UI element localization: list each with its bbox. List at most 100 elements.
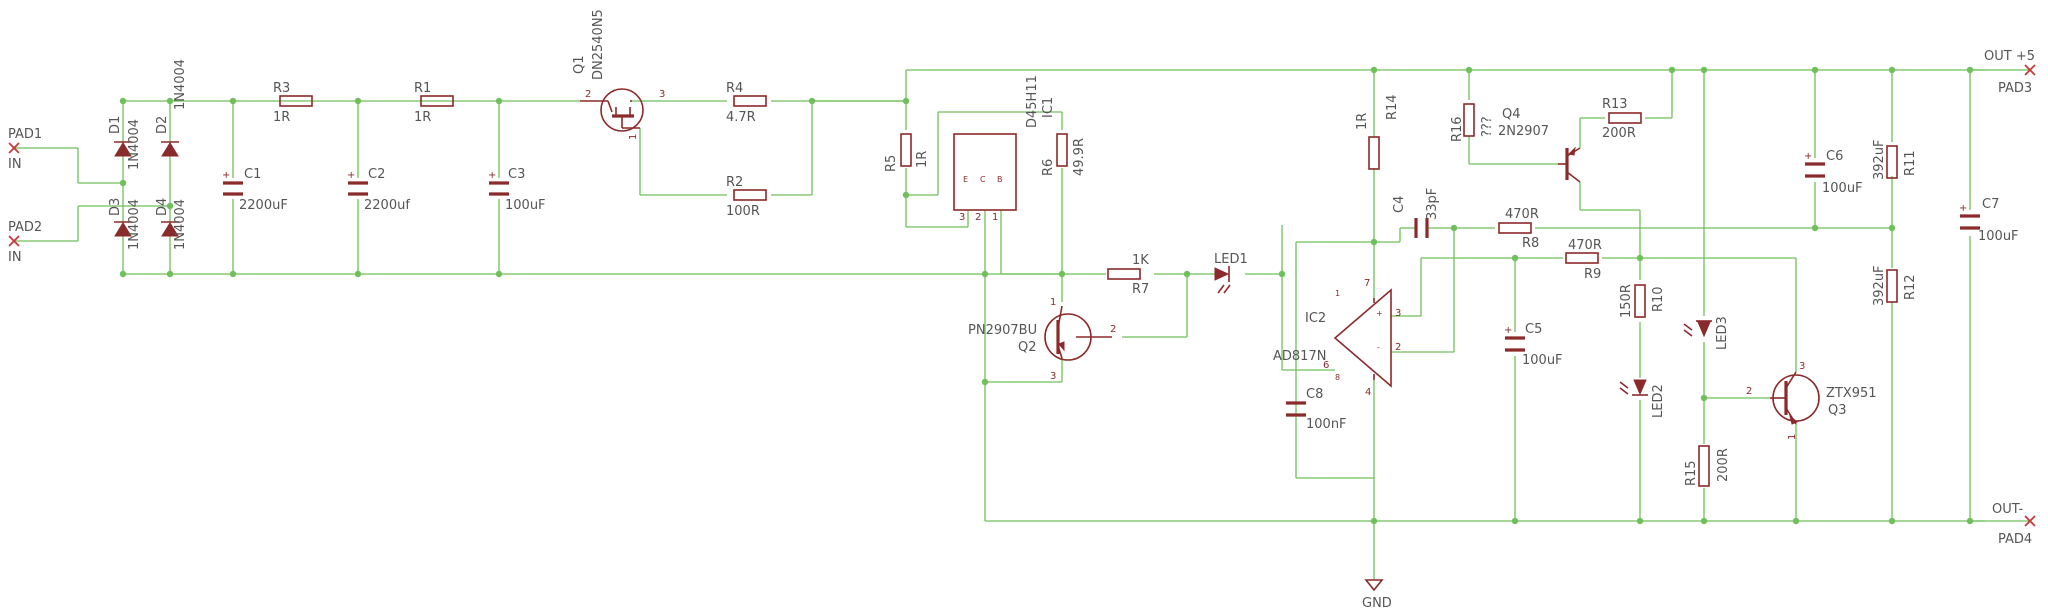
q3-ref: Q3 — [1828, 403, 1847, 418]
c7-value: 100uF — [1978, 229, 2019, 244]
transistor-q3: 2 3 1 ZTX951 Q3 — [1746, 361, 1877, 440]
r14-value: 1R — [1355, 113, 1370, 130]
svg-text:4: 4 — [1365, 387, 1371, 398]
c5-ref: C5 — [1525, 322, 1542, 337]
q4-value: 2N2907 — [1498, 124, 1549, 139]
led-3: LED3 — [1683, 316, 1730, 350]
ic2-value: AD817N — [1273, 349, 1326, 364]
svg-text:+: + — [1959, 203, 1967, 214]
resistor-r15: R15 200R — [1684, 445, 1731, 487]
led-2-label: LED2 — [1651, 384, 1666, 418]
d3-value: 1N4004 — [127, 199, 142, 250]
transistor-q4: Q4 2N2907 — [1498, 107, 1581, 183]
q3-value: ZTX951 — [1826, 386, 1877, 401]
gnd-label: GND — [1362, 596, 1392, 611]
resistor-r7: 1K R7 — [1107, 253, 1149, 297]
d2-ref: D2 — [155, 116, 170, 134]
svg-text:3: 3 — [659, 89, 665, 100]
diode-d2: D2 1N4004 — [155, 59, 188, 157]
r6-value: 49.9R — [1072, 138, 1087, 176]
q4-ref: Q4 — [1502, 107, 1521, 122]
c7-ref: C7 — [1982, 197, 1999, 212]
r1-ref: R1 — [414, 81, 431, 96]
svg-text:1: 1 — [1787, 434, 1798, 440]
r8-ref: R8 — [1522, 236, 1539, 251]
svg-text:7: 7 — [1364, 278, 1370, 289]
r11-value: 392uF — [1872, 139, 1887, 180]
ic1-ref: IC1 — [1041, 97, 1056, 118]
r5-ref: R5 — [884, 155, 899, 172]
d1-ref: D1 — [108, 116, 123, 134]
svg-text:2: 2 — [585, 89, 591, 100]
junction-dots — [119, 66, 1974, 525]
resistor-r13: R13 200R — [1602, 97, 1642, 141]
svg-text:+: + — [1376, 309, 1383, 318]
capacitor-c8: C8 100nF — [1286, 387, 1347, 432]
c8-value: 100nF — [1306, 417, 1347, 432]
capacitor-c5: + C5 100uF — [1504, 322, 1563, 368]
r9-ref: R9 — [1584, 267, 1601, 282]
svg-text:6: 6 — [1323, 360, 1329, 371]
d2-value: 1N4004 — [173, 59, 188, 110]
c1-ref: C1 — [244, 167, 261, 182]
pad-2-net: IN — [8, 250, 22, 265]
r8-value: 470R — [1505, 207, 1539, 222]
r11-ref: R11 — [1903, 150, 1918, 176]
r12-value: 392uF — [1872, 265, 1887, 306]
resistor-r6: R6 49.9R — [1041, 133, 1087, 176]
resistor-r8: 470R R8 — [1498, 207, 1539, 251]
c1-value: 2200uF — [239, 198, 288, 213]
svg-text:1: 1 — [628, 134, 639, 140]
r5-value: 1R — [915, 151, 930, 168]
resistor-r14: 1R R14 — [1355, 94, 1400, 170]
svg-text:3: 3 — [1799, 361, 1805, 372]
r2-ref: R2 — [726, 175, 743, 190]
d1-value: 1N4004 — [127, 119, 142, 170]
diode-d3: D3 — [108, 198, 132, 237]
pad-3: OUT +5 PAD3 — [1984, 49, 2036, 96]
pad-2-label: PAD2 — [8, 220, 42, 235]
r3-value: 1R — [273, 110, 290, 125]
svg-text:1: 1 — [992, 212, 998, 223]
d4-ref: D4 — [155, 198, 170, 216]
pad-4: OUT- PAD4 — [1992, 502, 2036, 547]
svg-text:3: 3 — [959, 212, 965, 223]
resistor-r11: 392uF R11 — [1872, 139, 1918, 180]
ic2-ref: IC2 — [1305, 311, 1326, 326]
svg-text:2: 2 — [1110, 324, 1116, 335]
resistor-r5: R5 1R — [884, 133, 930, 172]
ic1-regulator: E C B 3 2 1 D45H11 IC1 — [953, 75, 1056, 223]
c2-ref: C2 — [368, 167, 385, 182]
c8-ref: C8 — [1306, 387, 1323, 402]
ic1-pin-b: B — [997, 175, 1003, 184]
svg-text:+: + — [1804, 151, 1812, 162]
r7-value: 1K — [1132, 253, 1149, 268]
capacitor-c7: + C7 100uF — [1959, 197, 2019, 244]
c2-value: 2200uf — [364, 198, 410, 213]
capacitor-c2: + C2 2200uf — [347, 167, 410, 213]
diode-d4: D4 1N4004 — [155, 198, 188, 250]
c4-value: 33pF — [1425, 188, 1440, 220]
led-3-label: LED3 — [1715, 316, 1730, 350]
q2-ref: Q2 — [1018, 340, 1037, 355]
resistor-r9: 470R R9 — [1565, 238, 1602, 282]
c6-value: 100uF — [1822, 181, 1863, 196]
q1-ref: Q1 — [572, 55, 587, 74]
r16-value: ??? — [1480, 116, 1495, 137]
r7-ref: R7 — [1132, 282, 1149, 297]
pad-1-label: PAD1 — [8, 127, 42, 142]
pad-4-net: OUT- — [1992, 502, 2023, 517]
svg-text:+: + — [1504, 325, 1512, 336]
resistor-r12: 392uF R12 — [1872, 265, 1918, 306]
c4-ref: C4 — [1392, 196, 1407, 213]
ic1-value: D45H11 — [1025, 75, 1040, 128]
svg-text:+: + — [488, 170, 496, 181]
r4-ref: R4 — [726, 81, 743, 96]
diode-d1: D1 1N4004 — [108, 116, 142, 170]
svg-text:8: 8 — [1335, 373, 1340, 382]
capacitor-c3: + C3 100uF — [488, 167, 546, 213]
resistor-r4: R4 4.7R — [726, 81, 767, 125]
resistor-r3: R3 1R — [273, 81, 313, 125]
c3-value: 100uF — [505, 198, 546, 213]
r10-value: 150R — [1619, 284, 1634, 318]
